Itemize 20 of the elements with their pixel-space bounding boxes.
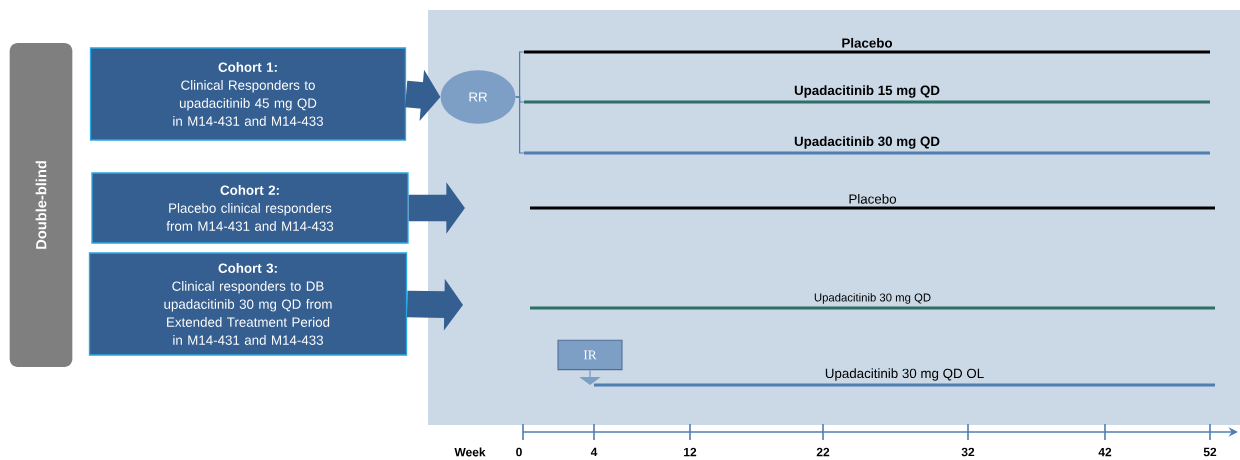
bracket-line [515,96,525,154]
treatment-line: Placebo [530,193,1215,210]
phase-label: Double-blind [9,43,73,367]
treatment-line: Placebo [524,37,1210,54]
axis-title: Week [454,447,486,457]
tick-label: 42 [1098,447,1112,457]
cohort-box: Cohort 1: Clinical Responders to upadacitinib 45 mg QD in M14-431 and M14-433 [89,47,407,141]
treatment-line: Upadacitinib 30 mg QD [524,136,1210,155]
tick-label: 4 [590,447,598,457]
tick-label: 0 [516,447,522,457]
tick-label: 32 [961,447,975,457]
callout-box: IR [557,339,623,371]
treatment-line: Upadacitinib 30 mg QD OL [594,368,1215,387]
treatment-line: Upadacitinib 15 mg QD [524,85,1210,104]
tick-label: 52 [1203,447,1217,457]
cohort-box: Cohort 3: Clinical responders to DB upadacitinib 30 mg QD from Extended Treatment Period in M14-431 and M14-433 [88,252,408,356]
treatment-line: Upadacitinib 30 mg QD [530,293,1215,310]
tick-label: 12 [684,447,697,457]
cohort-box: Cohort 2: Placebo clinical responders from M14-431 and M14-433 [91,172,409,244]
tick-label: 22 [816,447,830,457]
